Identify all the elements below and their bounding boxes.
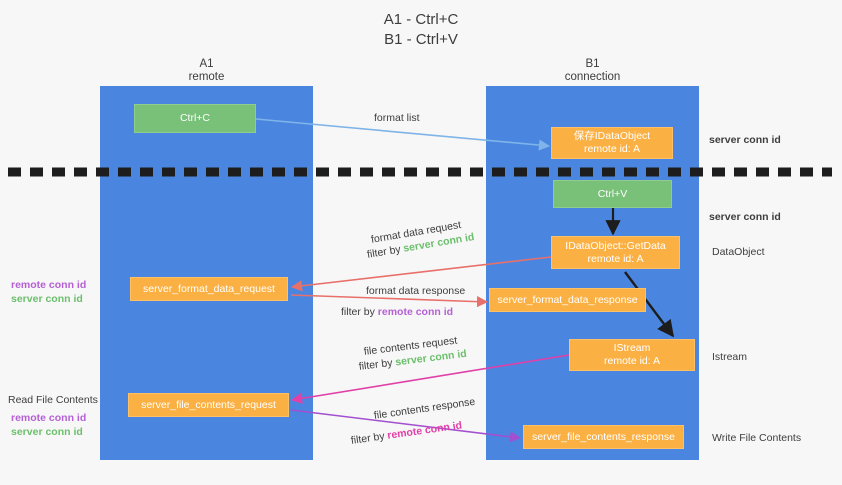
left-note-format-remote-conn-id: remote conn id (11, 278, 86, 292)
lane-a1-sub: remote (188, 71, 225, 83)
edge-label-format-data-response-text: format data response (366, 285, 466, 297)
right-note-write-file-contents: Write File Contents (712, 431, 801, 445)
node-idataobject-getdata-line2: remote id: A (587, 252, 644, 265)
node-server-format-data-response[interactable]: server_format_data_response (489, 288, 646, 312)
lane-b1-name: B1 (585, 58, 600, 70)
node-istream-line1: IStream (613, 342, 651, 354)
page-title: A1 - Ctrl+C B1 - Ctrl+V (383, 11, 459, 48)
lane-header-a1: A1 remote (100, 58, 313, 84)
node-save-idataobject-line1: 保存IDataObject (573, 130, 651, 142)
right-note-dataobject: DataObject (712, 245, 765, 259)
right-note-istream: Istream (712, 350, 747, 364)
edge-label-format-data-response: format data response (366, 284, 465, 298)
right-note-write-file-contents-text: Write File Contents (712, 432, 802, 444)
lane-b1-sub: connection (564, 71, 621, 83)
arrow-getdata-istream (624, 271, 675, 338)
edge-label-format-data-response-filter-value: remote conn id (377, 306, 454, 318)
arrow-format-data-response (290, 294, 489, 308)
left-note-format-remote-conn-id-text: remote conn id (11, 279, 87, 291)
node-idataobject-getdata-line1: IDataObject::GetData (565, 239, 666, 252)
right-note-dataobject-text: DataObject (712, 246, 765, 258)
right-note-istream-text: Istream (712, 351, 748, 363)
left-note-file-server-conn-id-text: server conn id (11, 426, 83, 438)
edge-label-format-data-response-filter: filter by remote conn id (341, 305, 453, 319)
node-server-format-data-request-label: server_format_data_request (143, 282, 275, 295)
edge-label-format-data-response-filter-prefix: filter by (341, 306, 378, 318)
node-ctrl-v[interactable]: Ctrl+V (553, 180, 672, 208)
node-server-file-contents-response[interactable]: server_file_contents_response (523, 425, 684, 449)
left-note-format-server-conn-id-text: server conn id (11, 293, 83, 305)
arrow-format-list (255, 118, 551, 151)
left-note-file-server-conn-id: server conn id (11, 425, 83, 439)
edge-label-format-list-text: format list (374, 112, 420, 124)
arrow-file-contents-request (290, 354, 570, 404)
node-server-file-contents-response-label: server_file_contents_response (531, 430, 675, 443)
node-server-format-data-response-label: server_format_data_response (497, 293, 638, 306)
arrow-format-data-request (290, 256, 552, 292)
left-note-file-remote-conn-id-text: remote conn id (11, 412, 87, 424)
right-note-server-conn-id-mid: server conn id (709, 210, 781, 224)
node-save-idataobject-line2: remote id: A (583, 143, 641, 155)
node-server-format-data-request[interactable]: server_format_data_request (130, 277, 288, 301)
left-note-read-file-contents-text: Read File Contents (8, 394, 98, 406)
left-note-read-file-contents: Read File Contents (8, 393, 98, 407)
left-note-file-remote-conn-id: remote conn id (11, 411, 86, 425)
arrow-file-contents-response (290, 409, 522, 443)
lane-header-b1: B1 connection (486, 58, 699, 84)
node-istream[interactable]: IStream remote id: A (569, 339, 695, 371)
lane-a1-name: A1 (199, 58, 214, 70)
node-server-file-contents-request[interactable]: server_file_contents_request (128, 393, 289, 417)
node-ctrl-c[interactable]: Ctrl+C (134, 104, 256, 133)
node-idataobject-getdata[interactable]: IDataObject::GetData remote id: A (551, 236, 680, 269)
left-note-format-server-conn-id: server conn id (11, 292, 83, 306)
right-note-server-conn-id-mid-text: server conn id (709, 211, 781, 223)
node-ctrl-v-label: Ctrl+V (597, 187, 628, 200)
node-save-idataobject[interactable]: 保存IDataObject remote id: A (551, 127, 673, 159)
node-ctrl-c-label: Ctrl+C (179, 112, 211, 124)
node-istream-line2: remote id: A (603, 355, 661, 367)
right-note-server-conn-id-top: server conn id (709, 133, 781, 147)
right-note-server-conn-id-top-text: server conn id (709, 134, 781, 146)
node-server-file-contents-request-label: server_file_contents_request (141, 398, 276, 411)
edge-label-format-list: format list (374, 111, 420, 125)
